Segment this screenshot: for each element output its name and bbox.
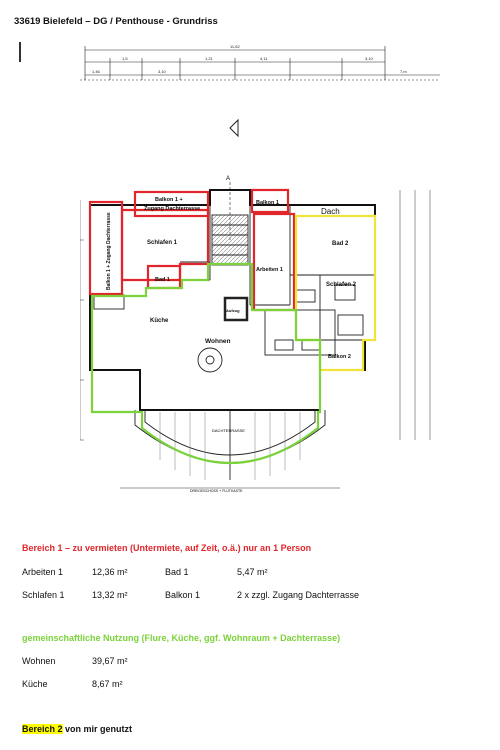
s2-r1-b: 39,67 m² xyxy=(92,656,128,666)
dim-1: 1,46 xyxy=(92,69,101,74)
triangle-marker xyxy=(229,118,239,138)
label-balkon1-top: Balkon 1 + xyxy=(155,197,183,203)
zone-arbeiten1 xyxy=(252,212,296,312)
dim-7: 7,m xyxy=(400,69,407,74)
dim-2: 1,5 xyxy=(122,56,128,61)
section3-heading: Bereich 2 von mir genutzt xyxy=(22,724,132,734)
s1-r2-c: Balkon 1 xyxy=(165,590,201,600)
label-schlafen1: Schlafen 1 xyxy=(147,240,178,246)
a-marker: A xyxy=(226,176,230,182)
page-title: 33619 Bielefeld – DG / Penthouse - Grund… xyxy=(14,16,218,27)
bottom-note: DREIGESCHOSS + FLUTKASTE xyxy=(190,489,243,493)
floor-plan: 11,62 1,46 1,5 3,10 1,21 4,11 3,10 7,m A xyxy=(80,44,440,493)
s2-r2-a: Küche xyxy=(22,679,48,689)
dim-3: 3,10 xyxy=(158,69,167,74)
label-wohnen: Wohnen xyxy=(205,338,231,345)
label-schlafen2: Schlafen 2 xyxy=(326,282,357,288)
zone-bereich2 xyxy=(294,214,377,372)
zone-balkon1-right xyxy=(250,188,290,214)
dim-5: 4,11 xyxy=(260,56,268,61)
s1-r2-a: Schlafen 1 xyxy=(22,590,65,600)
section3-highlight: Bereich 2 xyxy=(22,724,63,734)
label-bad2: Bad 2 xyxy=(332,241,349,247)
label-bad1: Bad 1 xyxy=(155,277,170,283)
s1-r1-a: Arbeiten 1 xyxy=(22,567,64,577)
dim-top: 11,62 xyxy=(230,44,240,49)
section3-rest: von mir genutzt xyxy=(62,724,133,734)
terrace-label: DACHTERRASSE xyxy=(212,428,245,433)
label-aufzug: Aufzug xyxy=(226,308,240,313)
s2-r2-b: 8,67 m² xyxy=(92,679,123,689)
label-dach: Dach xyxy=(321,207,340,216)
zone-balkon1-top xyxy=(133,190,210,218)
zone-gemeinschaft xyxy=(90,262,322,464)
section1-heading: Bereich 1 – zu vermieten (Untermiete, au… xyxy=(22,543,312,553)
label-balkon1-left: Balkon 1 + Zugang Dachterrasse xyxy=(106,212,112,290)
label-arbeiten1: Arbeiten 1 xyxy=(256,267,283,273)
label-balkon2: Balkon 2 xyxy=(328,354,351,360)
label-zugang-top: Zugang Dachterrasse xyxy=(144,206,200,212)
dim-4: 1,21 xyxy=(205,56,214,61)
s1-r1-b: 12,36 m² xyxy=(92,567,128,577)
s2-r1-a: Wohnen xyxy=(22,656,56,666)
zone-schlafen1 xyxy=(120,208,210,282)
s1-r2-d: 2 x zzgl. Zugang Dachterrasse xyxy=(237,590,360,600)
s1-r1-c: Bad 1 xyxy=(165,567,189,577)
s1-r1-d: 5,47 m² xyxy=(237,567,268,577)
section2-heading: gemeinschaftliche Nutzung (Flure, Küche,… xyxy=(22,633,341,643)
label-balkon1-right: Balkon 1 xyxy=(256,200,279,206)
dim-6: 3,10 xyxy=(365,56,374,61)
s1-r2-b: 13,32 m² xyxy=(92,590,128,600)
text-cursor xyxy=(19,42,21,62)
label-kueche: Küche xyxy=(150,318,169,324)
